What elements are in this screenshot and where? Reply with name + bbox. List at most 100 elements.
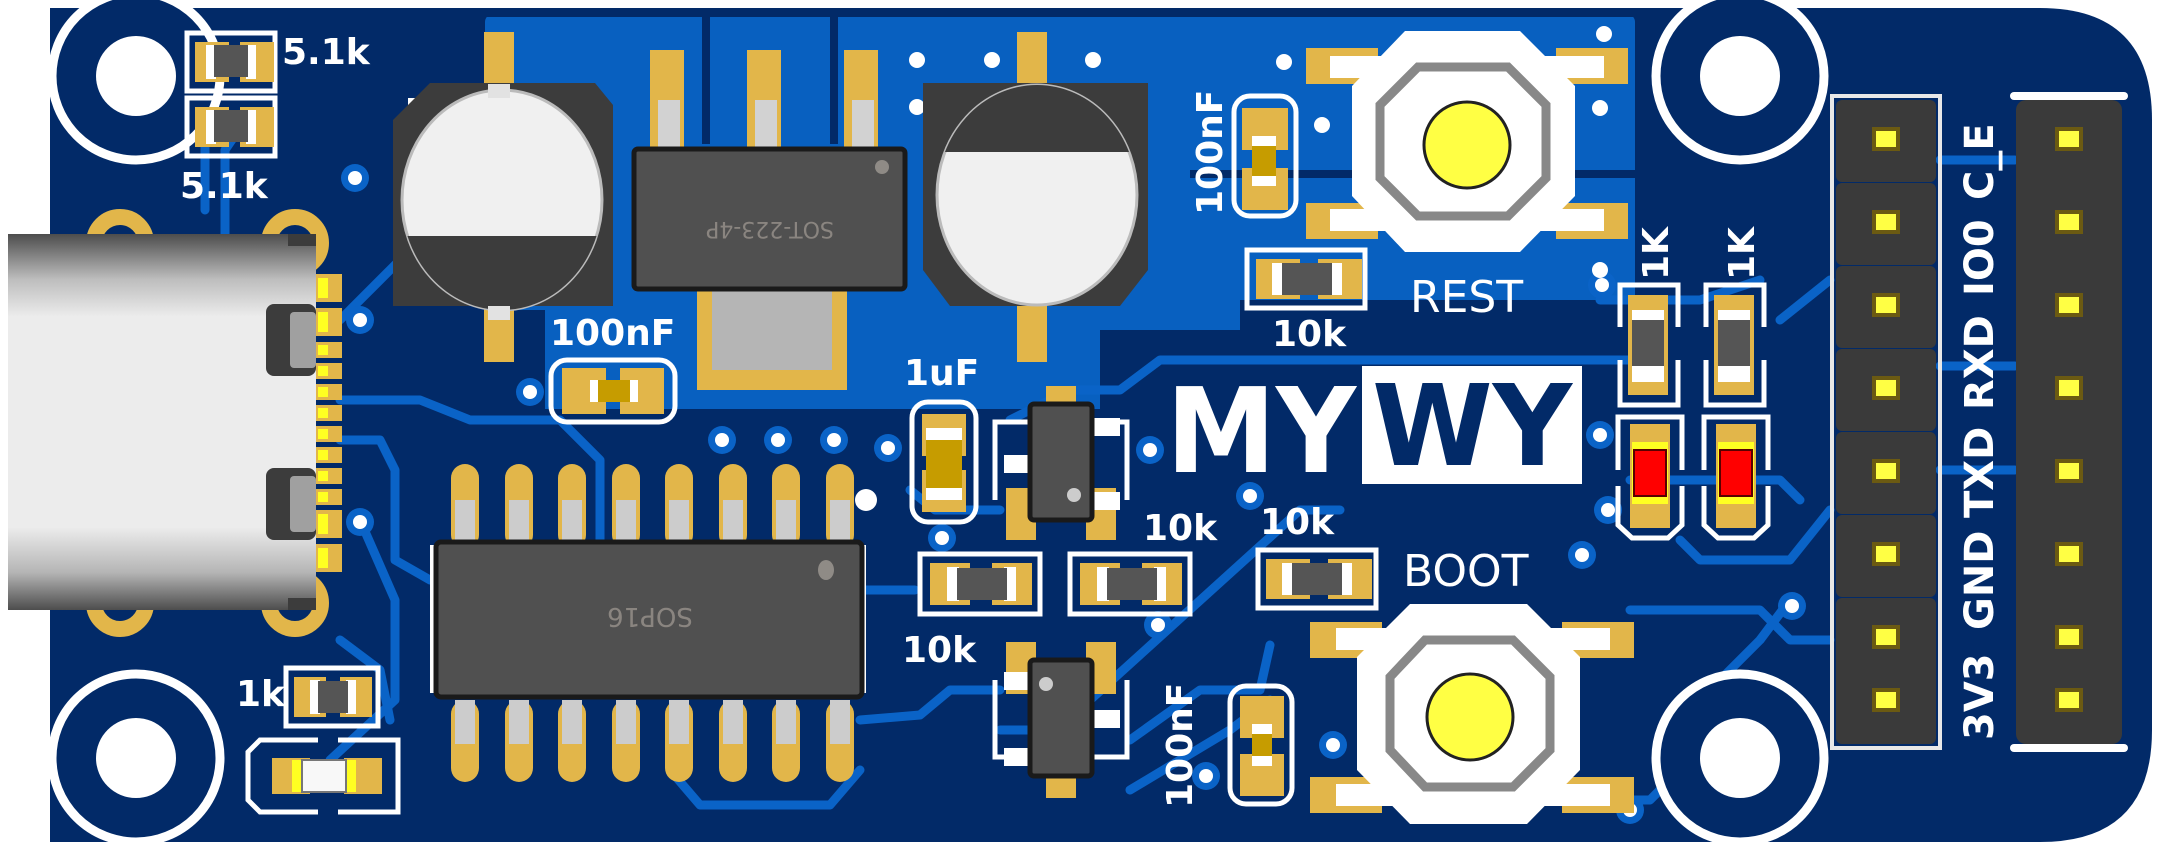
- label-r-led2: 1K: [1722, 226, 1763, 280]
- via: [1136, 436, 1164, 464]
- capacitor-c-rest: [1231, 93, 1299, 219]
- label-c-boot: 100nF: [1160, 683, 1201, 808]
- label-r-q2: 10k: [1143, 508, 1218, 549]
- via: [1594, 496, 1622, 524]
- pin-right-4[interactable]: [2055, 376, 2083, 400]
- pin-left-1[interactable]: [1872, 127, 1900, 151]
- label-c-rest: 100nF: [1190, 90, 1231, 215]
- sop16-label: SOP16: [607, 601, 693, 631]
- via: [1314, 117, 1330, 133]
- via: [1276, 54, 1292, 70]
- pin-left-5[interactable]: [1872, 459, 1900, 483]
- mounting-hole-top-left: [47, 0, 225, 165]
- transistor-q2: [992, 642, 1130, 798]
- sop16-top-pins: [451, 464, 854, 549]
- led-rx: [1701, 414, 1771, 541]
- led-tx-lens: [1633, 449, 1667, 497]
- label-r-cc2: 5.1k: [180, 166, 269, 207]
- via: [1568, 541, 1596, 569]
- via: [1588, 271, 1616, 299]
- pin-left-3[interactable]: [1872, 293, 1900, 317]
- pin-label-rxd: RXD: [1957, 315, 2003, 410]
- via: [1586, 421, 1614, 449]
- boot-button-cap[interactable]: [1425, 672, 1515, 762]
- via: [1778, 592, 1806, 620]
- label-r-pwr-led: 1k: [236, 674, 286, 715]
- label-r-cc1: 5.1k: [282, 32, 371, 73]
- via: [1592, 262, 1608, 278]
- pin-left-8[interactable]: [1872, 688, 1900, 712]
- pin-left-2[interactable]: [1872, 210, 1900, 234]
- via: [1144, 611, 1172, 639]
- via: [928, 524, 956, 552]
- label-c-1uf: 1uF: [904, 353, 979, 394]
- pin-left-4[interactable]: [1872, 376, 1900, 400]
- logo-wy-box: [1362, 366, 1582, 484]
- pin-right-8[interactable]: [2055, 688, 2083, 712]
- pin-right-7[interactable]: [2055, 625, 2083, 649]
- via: [874, 434, 902, 462]
- via: [1596, 26, 1612, 42]
- usb-c-connector-icon: [8, 209, 342, 637]
- label-r-rest: 10k: [1272, 314, 1347, 355]
- label-c-reg-in: 100nF: [550, 313, 675, 354]
- pin-right-1[interactable]: [2055, 127, 2083, 151]
- resistor-r-boot: [1255, 547, 1379, 611]
- resistor-r-led2: [1703, 282, 1767, 408]
- led-tx: [1615, 414, 1685, 541]
- usb-serial-chip-sop16: SOP16: [430, 464, 866, 782]
- mounting-hole-bottom-left: [47, 669, 225, 846]
- logo-my: MY: [1166, 362, 1357, 500]
- via: [1236, 482, 1264, 510]
- power-led-lens: [301, 759, 347, 793]
- regulator-label: SOT-223-4P: [706, 216, 834, 241]
- header-pin-labels: 3V3 GND TXD RXD IO0 C_E: [1957, 123, 2003, 740]
- power-led: [245, 737, 401, 815]
- pin-left-7[interactable]: [1872, 625, 1900, 649]
- sop16-bottom-pins: [451, 700, 854, 782]
- pin-right-6[interactable]: [2055, 542, 2083, 566]
- rest-button-label: REST: [1410, 272, 1523, 323]
- via: [909, 99, 925, 115]
- via: [984, 52, 1000, 68]
- rest-button-cap[interactable]: [1422, 100, 1512, 190]
- resistor-r-cc1: [184, 30, 278, 94]
- pin-header-right: [2010, 92, 2128, 752]
- led-rx-lens: [1719, 449, 1753, 497]
- label-r-boot: 10k: [1260, 502, 1335, 543]
- pin-right-3[interactable]: [2055, 293, 2083, 317]
- via: [341, 164, 369, 192]
- usb-pins: [316, 274, 342, 572]
- pin-label-c-e: C_E: [1957, 123, 2003, 200]
- mounting-hole-bottom-right: [1651, 669, 1829, 846]
- via: [516, 378, 544, 406]
- via: [909, 52, 925, 68]
- electrolytic-capacitor-left: [393, 32, 613, 362]
- via: [764, 426, 792, 454]
- resistor-r-q1: [917, 551, 1043, 617]
- capacitor-c-boot: [1227, 683, 1295, 807]
- pin-label-txd: TXD: [1957, 427, 2003, 518]
- via: [1085, 52, 1101, 68]
- mounting-hole-top-right: [1651, 0, 1829, 165]
- via: [1592, 100, 1608, 116]
- pin-right-2[interactable]: [2055, 210, 2083, 234]
- via: [346, 508, 374, 536]
- pin-label-io0: IO0: [1957, 219, 2003, 296]
- vias: [341, 26, 1806, 824]
- pin-right-5[interactable]: [2055, 459, 2083, 483]
- label-r-q1: 10k: [902, 630, 977, 671]
- resistor-r-q2: [1067, 551, 1193, 617]
- rest-button[interactable]: [1306, 31, 1628, 252]
- via: [708, 426, 736, 454]
- via: [1319, 731, 1347, 759]
- boot-button[interactable]: [1310, 604, 1634, 824]
- transistor-q1: [992, 386, 1130, 540]
- label-r-led1: 1K: [1636, 226, 1677, 280]
- resistor-r-pwr-led: [283, 665, 381, 729]
- pin-left-6[interactable]: [1872, 542, 1900, 566]
- pin-label-gnd: GND: [1957, 530, 2003, 630]
- resistor-r-led1: [1617, 282, 1681, 408]
- logo: MY WY: [1166, 362, 1582, 500]
